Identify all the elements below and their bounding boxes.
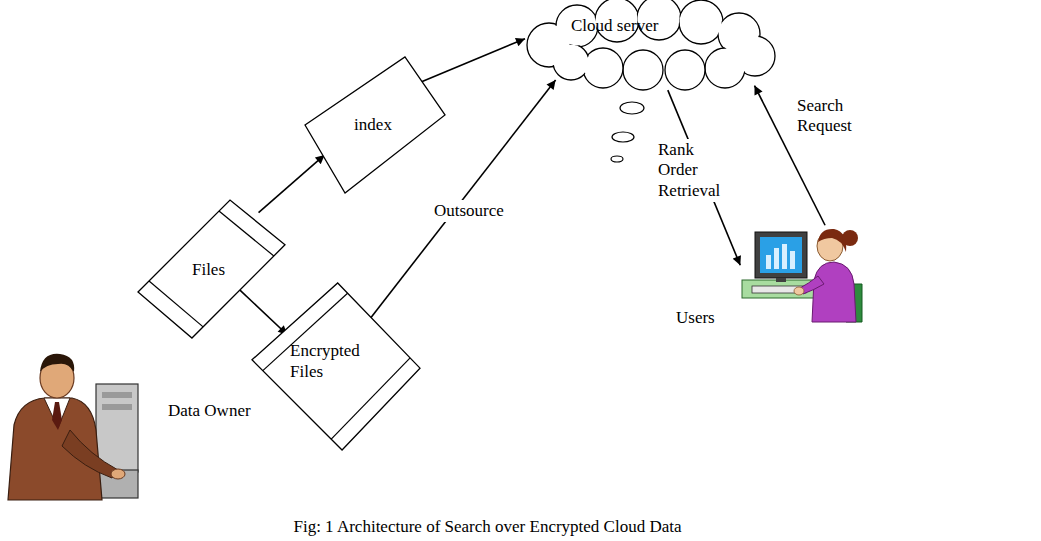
document-band — [331, 358, 410, 439]
edge-label: Search Request — [795, 95, 871, 138]
cloud-lobe — [665, 50, 705, 90]
edge-label: Rank Order Retrieval — [656, 139, 732, 202]
node-label: index — [354, 115, 392, 135]
shirt — [812, 262, 856, 322]
edge-label: Outsource — [432, 200, 506, 222]
cloud-fill — [666, 51, 703, 88]
cloud-lobe — [679, 0, 723, 44]
hair — [40, 354, 74, 372]
thought-bubbles — [611, 102, 644, 162]
arm — [62, 430, 118, 478]
flow-arrow — [259, 155, 325, 213]
computer-tower — [96, 384, 138, 472]
box-border — [138, 200, 285, 338]
hair — [818, 229, 846, 252]
cloud-fill — [624, 51, 661, 88]
chart-bar — [782, 244, 787, 269]
document-box: Files — [138, 200, 285, 340]
tie — [52, 402, 62, 430]
node-content: Encrypted Files — [252, 283, 420, 450]
flow-arrow — [416, 39, 525, 85]
document-band — [219, 211, 274, 256]
hair-bun — [842, 230, 858, 246]
cloud-fill — [554, 45, 587, 78]
cloud-server: Cloud server — [525, 0, 780, 92]
hand — [111, 469, 125, 479]
node-content: Files — [138, 200, 285, 340]
monitor-stand — [776, 278, 786, 282]
node-label: Cloud server — [571, 16, 658, 36]
drive-slot — [102, 392, 132, 398]
chart-bar — [790, 251, 795, 269]
chart-bar — [766, 255, 771, 269]
chart-bar — [774, 248, 779, 269]
node-content: Users — [672, 222, 867, 330]
box-outline — [252, 283, 420, 450]
cloud-lobe — [583, 48, 623, 88]
thought-bubble — [611, 156, 623, 162]
cloud-fill — [680, 1, 721, 42]
node-content: Cloud server — [525, 0, 780, 92]
monitor — [755, 232, 807, 278]
hand — [794, 287, 804, 295]
data-owner-figure — [8, 354, 138, 500]
node-content: index — [305, 57, 445, 193]
thought-bubble — [620, 102, 644, 114]
figure-caption: Fig: 1 Architecture of Search over Encry… — [0, 517, 975, 537]
thought-bubble — [612, 132, 634, 142]
cloud-fill — [584, 49, 621, 86]
node-label: Encrypted Files — [290, 341, 382, 382]
flow-arrow — [239, 290, 287, 335]
drive-slot — [102, 404, 132, 410]
cloud-lobe — [623, 50, 663, 90]
box-border — [305, 57, 445, 193]
cloud-outline — [525, 0, 780, 92]
actor-label: Data Owner — [168, 401, 251, 421]
document-band — [149, 281, 203, 327]
node-label: Users — [676, 308, 715, 328]
monitor-screen — [760, 237, 802, 273]
user-figure — [742, 229, 862, 322]
node-label: Files — [192, 260, 225, 280]
cloud-fill — [706, 49, 743, 86]
encrypted-document-box: Encrypted Files — [252, 283, 420, 450]
index-box: index — [305, 57, 445, 193]
box-border — [252, 283, 420, 450]
user-station: Users — [672, 222, 867, 330]
